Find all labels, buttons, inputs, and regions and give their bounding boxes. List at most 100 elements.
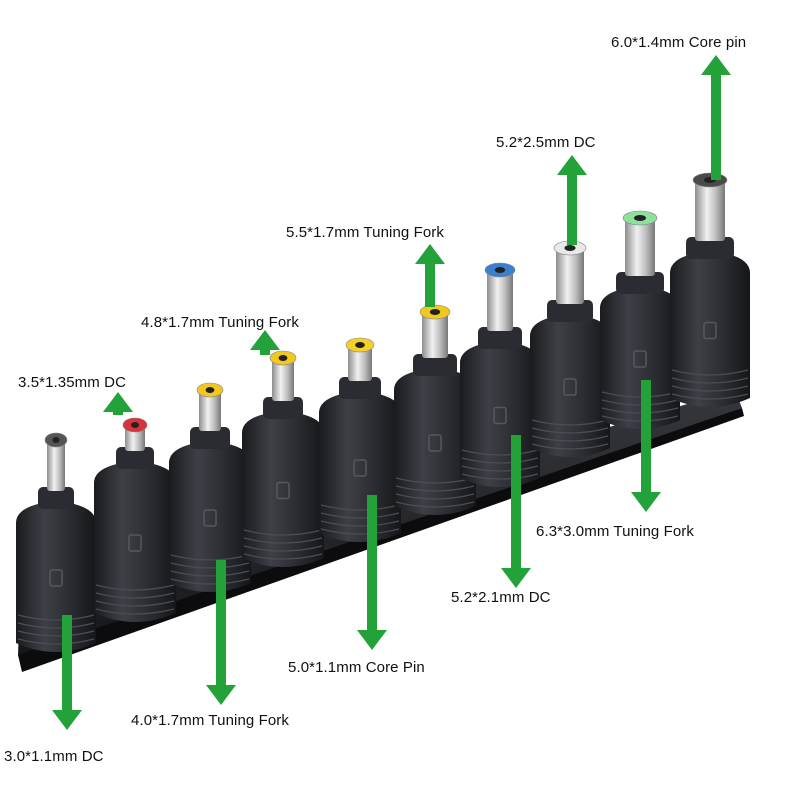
label-5-2x2-5-dc: 5.2*2.5mm DC bbox=[496, 134, 596, 151]
arrow-shaft bbox=[113, 412, 123, 415]
connector-neck bbox=[686, 237, 734, 259]
connector-body bbox=[242, 411, 324, 567]
metal-barrel bbox=[695, 180, 725, 241]
arrow-head bbox=[52, 710, 82, 730]
arrow-head bbox=[501, 568, 531, 588]
grip-ring bbox=[395, 493, 475, 500]
arrow-9 bbox=[631, 380, 661, 512]
metal-barrel bbox=[556, 248, 584, 304]
arrow-shaft bbox=[567, 175, 577, 245]
grip-ring bbox=[170, 578, 250, 585]
metal-barrel bbox=[348, 345, 372, 381]
connector-neck bbox=[339, 377, 381, 399]
connector-5 bbox=[319, 337, 401, 542]
grip-ring bbox=[17, 630, 95, 637]
grip-ring bbox=[320, 512, 400, 519]
connector-neck bbox=[413, 354, 457, 376]
arrow-shaft bbox=[367, 495, 377, 630]
grip-ring bbox=[461, 449, 539, 456]
arrow-group bbox=[52, 55, 731, 730]
engraved-mark bbox=[128, 534, 142, 552]
engraved-mark bbox=[633, 350, 647, 368]
grip-ring bbox=[671, 369, 749, 376]
grip-ring bbox=[320, 520, 400, 527]
connector-3 bbox=[169, 382, 251, 592]
tip-hole bbox=[205, 387, 215, 393]
tip-hole bbox=[52, 437, 60, 443]
connector-8 bbox=[530, 240, 610, 457]
arrow-head bbox=[357, 630, 387, 650]
connector-body bbox=[16, 501, 96, 652]
connector-1 bbox=[16, 432, 96, 652]
connector-body bbox=[169, 441, 251, 592]
grip-ring bbox=[170, 570, 250, 577]
grip-ring bbox=[95, 592, 175, 599]
connector-row bbox=[16, 172, 750, 652]
arrow-7 bbox=[501, 435, 531, 588]
connector-body bbox=[394, 368, 476, 515]
grip-ring bbox=[95, 584, 175, 591]
tip-hole bbox=[278, 355, 288, 361]
grip-ring bbox=[17, 614, 95, 621]
metal-barrel bbox=[199, 390, 221, 431]
label-5-0x1-1-core-pin: 5.0*1.1mm Core Pin bbox=[288, 659, 425, 676]
engraved-mark bbox=[428, 434, 442, 452]
engraved-mark bbox=[203, 509, 217, 527]
arrow-shaft bbox=[62, 615, 72, 710]
connector-neck bbox=[263, 397, 303, 419]
grip-ring bbox=[531, 435, 609, 442]
grip-ring bbox=[671, 393, 749, 400]
grip-ring bbox=[170, 562, 250, 569]
grip-ring bbox=[17, 638, 95, 645]
grip-ring bbox=[95, 600, 175, 607]
label-5-5x1-7-tuning-fork: 5.5*1.7mm Tuning Fork bbox=[286, 224, 445, 241]
grip-ring bbox=[671, 385, 749, 392]
connector-6 bbox=[394, 304, 476, 515]
connector-7 bbox=[460, 262, 540, 487]
connector-neck bbox=[547, 300, 593, 322]
connector-neck bbox=[616, 272, 664, 294]
grip-ring bbox=[243, 545, 323, 552]
engraved-mark bbox=[353, 459, 367, 477]
arrow-shaft bbox=[425, 264, 435, 307]
engraved-mark bbox=[563, 378, 577, 396]
rack-base-edge bbox=[18, 408, 744, 672]
grip-ring bbox=[395, 485, 475, 492]
grip-ring bbox=[17, 622, 95, 629]
label-6-3x3-0-tuning-fork: 6.3*3.0mm Tuning Fork bbox=[536, 523, 695, 540]
arrow-head bbox=[557, 155, 587, 175]
label-3-5x1-35-dc: 3.5*1.35mm DC bbox=[18, 374, 127, 391]
grip-ring bbox=[601, 407, 679, 414]
grip-ring bbox=[531, 427, 609, 434]
engraved-mark bbox=[49, 569, 63, 587]
connector-body bbox=[600, 286, 680, 429]
arrow-shaft bbox=[711, 75, 721, 180]
connector-body bbox=[460, 341, 540, 487]
grip-ring bbox=[461, 465, 539, 472]
connector-body bbox=[94, 461, 176, 622]
grip-ring bbox=[395, 501, 475, 508]
grip-ring bbox=[243, 529, 323, 536]
metal-barrel bbox=[625, 218, 655, 276]
connector-neck bbox=[38, 487, 74, 509]
grip-ring bbox=[531, 443, 609, 450]
connector-body bbox=[530, 314, 610, 457]
engraved-mark bbox=[276, 481, 290, 500]
label-4-0x1-7-tuning-fork: 4.0*1.7mm Tuning Fork bbox=[131, 712, 290, 729]
arrow-head bbox=[206, 685, 236, 705]
arrow-shaft bbox=[260, 350, 270, 355]
arrow-head bbox=[631, 492, 661, 512]
metal-barrel bbox=[47, 440, 65, 491]
arrow-4 bbox=[250, 330, 280, 355]
arrow-10 bbox=[701, 55, 731, 180]
connector-2 bbox=[94, 417, 176, 622]
metal-barrel bbox=[422, 312, 448, 358]
connector-body bbox=[319, 391, 401, 542]
label-5-2x2-1-dc: 5.2*2.1mm DC bbox=[451, 589, 551, 606]
tip-hole bbox=[494, 267, 506, 273]
grip-ring bbox=[461, 473, 539, 480]
grip-ring bbox=[531, 419, 609, 426]
arrow-2 bbox=[103, 392, 133, 415]
arrow-shaft bbox=[216, 560, 226, 685]
tip-hole bbox=[429, 309, 441, 315]
